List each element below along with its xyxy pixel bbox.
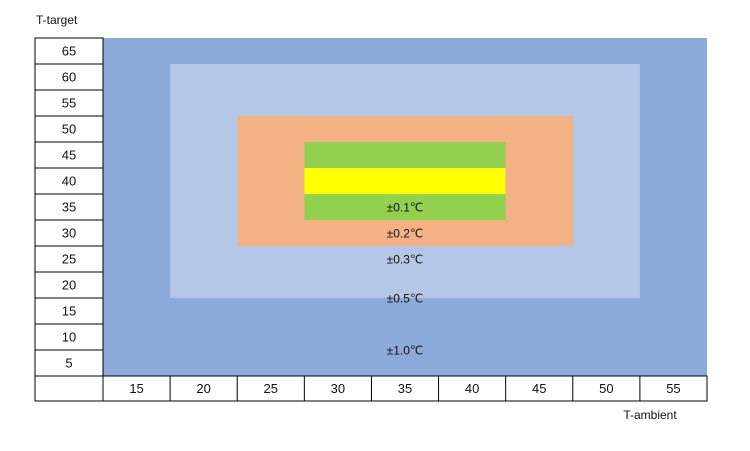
x-tick-label: 55 [666,381,680,396]
y-tick-column [34,37,104,377]
zones-layer [103,38,707,376]
x-tick-label: 40 [465,381,479,396]
y-tick-label: 60 [62,70,76,85]
y-tick-label: 25 [62,252,76,267]
y-tick-label: 65 [62,44,76,59]
y-tick-label: 30 [62,226,76,241]
y-tick-label: 35 [62,200,76,215]
y-tick-label: 55 [62,96,76,111]
x-tick-label: 20 [196,381,210,396]
y-tick-label: 15 [62,304,76,319]
y-tick-label: 50 [62,122,76,137]
zone-rect-01 [304,168,506,194]
zone-label-10: ±1.0℃ [387,344,424,358]
y-axis-title: T-target [36,13,78,27]
x-tick-label: 15 [129,381,143,396]
x-tick-labels: 15 20 25 30 35 40 45 50 55 [34,375,708,402]
x-axis-title: T-ambient [623,408,677,422]
x-tick-label: 35 [398,381,412,396]
y-tick-label: 20 [62,278,76,293]
x-tick-label: 30 [331,381,345,396]
y-tick-label: 45 [62,148,76,163]
zone-labels-layer: ±0.1℃ ±0.2℃ ±0.3℃ ±0.5℃ ±1.0℃ [387,201,424,358]
zone-label-02: ±0.2℃ [387,227,424,241]
x-tick-label: 50 [599,381,613,396]
zone-label-01: ±0.1℃ [387,201,424,215]
y-tick-labels: 65 60 55 50 45 40 35 30 25 20 15 10 5 [34,37,104,377]
zone-label-03: ±0.3℃ [387,253,424,267]
x-tick-label: 45 [532,381,546,396]
x-tick-label: 25 [264,381,278,396]
y-tick-label: 40 [62,174,76,189]
zone-label-05: ±0.5℃ [387,292,424,306]
y-tick-label: 5 [65,356,72,371]
y-tick-label: 10 [62,330,76,345]
